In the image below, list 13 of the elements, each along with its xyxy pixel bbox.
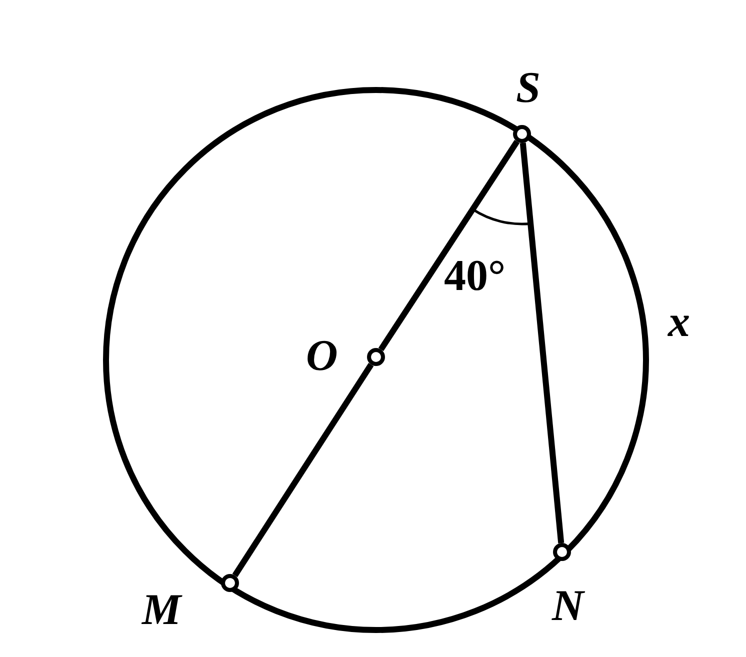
line-segment: [520, 142, 564, 544]
point-marker: [553, 543, 571, 561]
line-segment: [232, 362, 374, 578]
arc-label: x: [668, 300, 690, 344]
angle-label: 40°: [444, 254, 506, 298]
point-marker: [221, 574, 239, 592]
point-marker: [367, 348, 385, 366]
line-segment: [378, 140, 520, 352]
point-label: S: [516, 66, 540, 110]
point-label: N: [552, 584, 584, 628]
point-label: M: [142, 588, 182, 632]
point-label: O: [306, 334, 338, 378]
point-marker: [513, 125, 531, 143]
